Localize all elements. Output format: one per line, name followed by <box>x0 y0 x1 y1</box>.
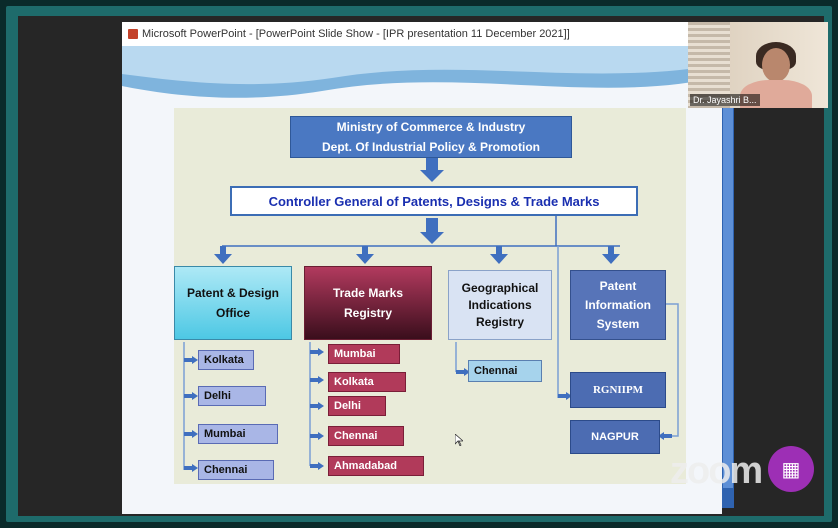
patent-design-office-box: Patent & Design Office <box>174 266 292 340</box>
org-chart-connectors <box>183 158 679 470</box>
arrow-right-icon <box>558 392 572 400</box>
trade-marks-city: Chennai <box>328 426 404 446</box>
patent-information-system-box: Patent Information System <box>570 270 666 340</box>
trade-marks-line1: Trade Marks <box>332 286 404 300</box>
pis-line3: System <box>596 316 640 331</box>
window-blinds <box>688 22 730 108</box>
gi-line2: Indications <box>468 297 532 312</box>
slide-canvas: Ministry of Commerce & Industry Dept. Of… <box>122 46 722 514</box>
arrow-right-icon <box>310 348 324 356</box>
window-titlebar: Microsoft PowerPoint - [PowerPoint Slide… <box>122 22 722 46</box>
arrow-right-icon <box>184 464 198 472</box>
pis-line1: Patent <box>599 278 637 293</box>
zoom-logo: zoom <box>670 450 763 492</box>
participant-name: Dr. Jayashri B... <box>690 94 760 106</box>
controller-general-box: Controller General of Patents, Designs &… <box>230 186 638 216</box>
gi-line3: Registry <box>475 314 525 329</box>
slide-header-wave <box>122 46 722 98</box>
pis-unit: RGNIIPM <box>570 372 666 408</box>
powerpoint-icon <box>128 29 138 39</box>
gi-registry-box: Geographical Indications Registry <box>448 270 552 340</box>
trade-marks-city: Kolkata <box>328 372 406 392</box>
patent-office-city: Delhi <box>198 386 266 406</box>
scroll-thumb[interactable] <box>723 108 733 488</box>
trade-marks-city: Ahmadabad <box>328 456 424 476</box>
arrow-right-icon <box>310 376 324 384</box>
patent-office-line2: Office <box>215 306 250 320</box>
patent-office-city: Chennai <box>198 460 274 480</box>
trade-marks-line2: Registry <box>343 306 393 320</box>
trade-marks-city: Mumbai <box>328 344 400 364</box>
arrow-right-icon <box>456 368 470 376</box>
arrow-right-icon <box>184 356 198 364</box>
participant-face <box>762 48 790 82</box>
arrow-right-icon <box>184 392 198 400</box>
ministry-line2: Dept. Of Industrial Policy & Promotion <box>321 140 540 154</box>
arrow-right-icon <box>310 402 324 410</box>
zoom-apps-icon[interactable]: ▦ <box>768 446 814 492</box>
ministry-line1: Ministry of Commerce & Industry <box>336 120 526 134</box>
participant-video[interactable]: Dr. Jayashri B... <box>688 22 828 108</box>
patent-office-city: Kolkata <box>198 350 254 370</box>
powerpoint-window: Microsoft PowerPoint - [PowerPoint Slide… <box>122 22 722 514</box>
pis-unit: NAGPUR <box>570 420 660 454</box>
trade-marks-city: Delhi <box>328 396 386 416</box>
patent-office-city: Mumbai <box>198 424 278 444</box>
mouse-cursor-icon <box>455 434 463 446</box>
gi-line1: Geographical <box>461 280 539 295</box>
patent-office-line1: Patent & Design <box>186 286 279 300</box>
vertical-scrollbar[interactable] <box>722 108 734 508</box>
trade-marks-registry-box: Trade Marks Registry <box>304 266 432 340</box>
arrow-left-icon <box>658 432 672 440</box>
arrow-right-icon <box>310 432 324 440</box>
gi-city: Chennai <box>468 360 542 382</box>
ministry-box: Ministry of Commerce & Industry Dept. Of… <box>290 116 572 158</box>
window-title: Microsoft PowerPoint - [PowerPoint Slide… <box>142 28 570 40</box>
arrow-right-icon <box>310 462 324 470</box>
arrow-right-icon <box>184 430 198 438</box>
pis-line2: Information <box>585 297 651 312</box>
